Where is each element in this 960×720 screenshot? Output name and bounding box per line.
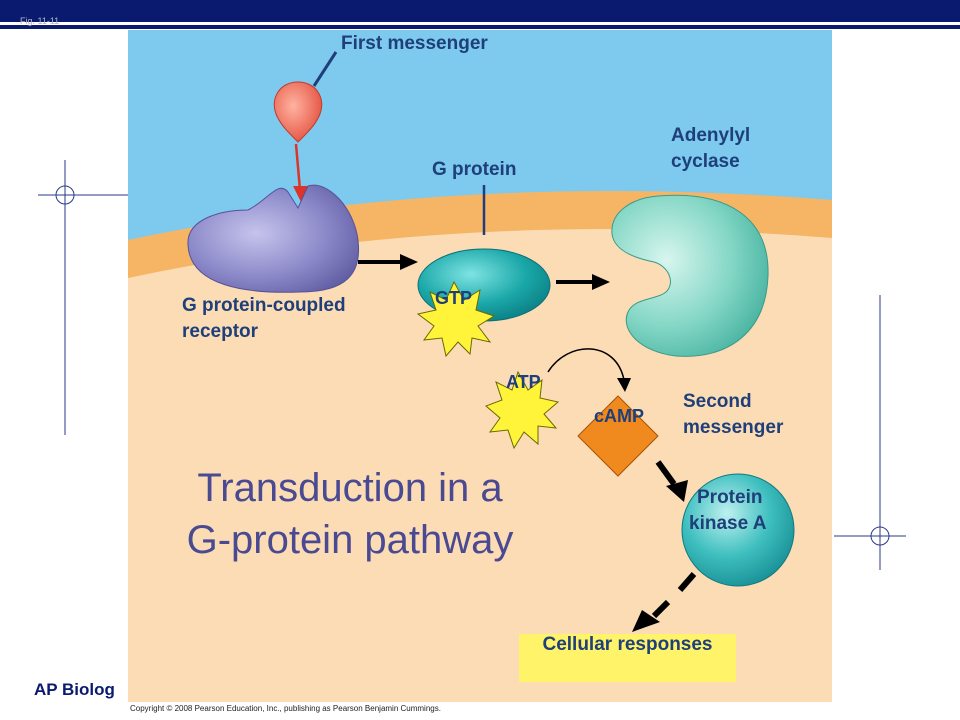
diagram-panel (128, 30, 832, 702)
gtp-label: GTP (435, 288, 473, 308)
cellular-responses-box (519, 634, 736, 682)
arrow-head-5 (632, 610, 660, 632)
pathway-diagram (128, 30, 832, 702)
right-crosshair-decoration (834, 295, 906, 570)
course-label: AP Biolog (34, 680, 115, 699)
atp-label: ATP (506, 372, 541, 392)
left-crosshair-decoration (38, 160, 128, 435)
ligand-arrow-head (293, 186, 308, 202)
pka-label-1: Protein (697, 487, 763, 508)
copyright-text: Copyright © 2008 Pearson Education, Inc.… (130, 704, 441, 713)
arrow-head-4 (666, 480, 688, 502)
first-messenger-label: First messenger (341, 33, 488, 54)
slide-title: Transduction in a G-protein pathway (170, 462, 530, 566)
arrow-head-1 (400, 254, 418, 270)
slide-title-line-1: Transduction in a (197, 466, 503, 510)
first-messenger-ligand (273, 81, 323, 143)
second-messenger-label-2: messenger (683, 417, 784, 438)
protein-kinase-a (681, 473, 795, 587)
atp-star (485, 370, 560, 450)
figure-label: Fig. 11-11 (20, 16, 60, 26)
adenylyl-cyclase-label-1: Adenylyl (671, 125, 751, 146)
receptor-label-2: receptor (182, 321, 259, 342)
slide-title-line-2: G-protein pathway (186, 518, 514, 562)
gtp-star (416, 280, 496, 358)
adenylyl-cyclase-label-2: cyclase (671, 151, 740, 172)
pka-arrow-dash-1 (677, 572, 697, 592)
adenylyl-cyclase (611, 194, 769, 357)
arrow-head-2 (592, 274, 610, 290)
first-messenger-leader-line (312, 51, 338, 87)
cellular-responses-label: Cellular responses (542, 634, 713, 655)
g-protein-label: G protein (432, 159, 517, 180)
g-protein-coupled-receptor (187, 184, 360, 293)
receptor-label-1: G protein-coupled (182, 295, 346, 316)
atp-to-camp-arrow (547, 348, 625, 381)
second-messenger-label-1: Second (683, 391, 752, 412)
camp-label: cAMP (594, 406, 645, 426)
camp-diamond (577, 395, 659, 477)
pka-arrow-dash-2 (651, 599, 671, 619)
pka-label-2: kinase A (689, 513, 767, 534)
slide-top-rule (0, 25, 960, 29)
arrow-head-3 (617, 378, 631, 392)
camp-to-pka-arrow (655, 460, 677, 486)
slide-top-bar (0, 0, 960, 22)
ligand-binding-arrow (294, 143, 302, 191)
